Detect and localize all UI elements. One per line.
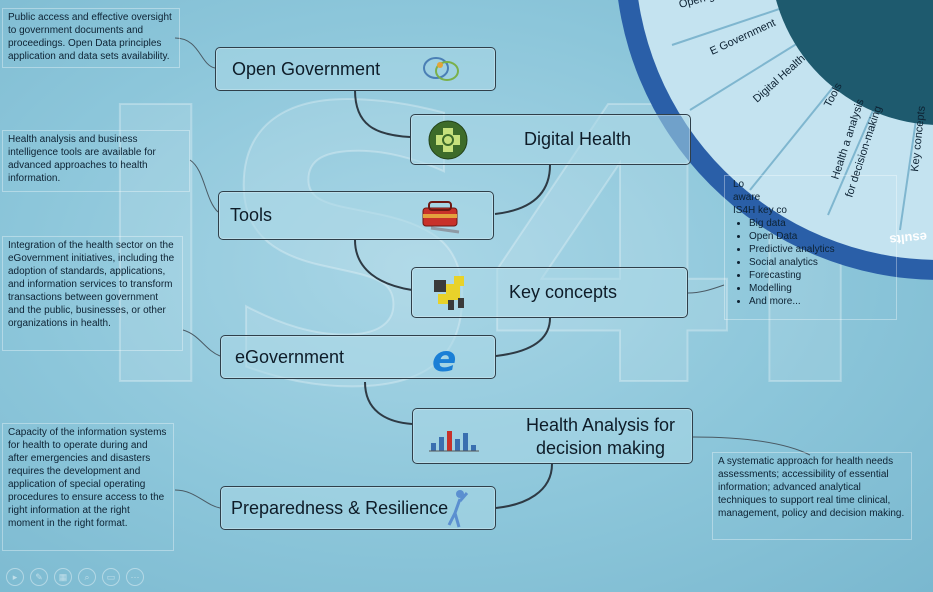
slides-icon[interactable]: ▦: [54, 568, 72, 586]
node-label-line1: Health Analysis for: [525, 415, 676, 435]
node-label: Tools: [230, 205, 273, 225]
node-tools[interactable]: Tools: [218, 191, 494, 240]
note-key-concepts: Lo aware IS4H key co Big data Open Data …: [724, 175, 897, 320]
bar-chart-icon: [429, 431, 479, 452]
list-item: Social analytics: [749, 256, 888, 269]
list-item: Modelling: [749, 282, 888, 295]
list-item: Predictive analytics: [749, 243, 888, 256]
node-preparedness[interactable]: Preparedness & Resilience: [220, 486, 496, 530]
node-health-analysis[interactable]: Health Analysis for decision making: [412, 408, 693, 464]
subtitles-icon[interactable]: ▭: [102, 568, 120, 586]
puzzle-figure-icon: [434, 276, 464, 310]
medical-cross-icon: [428, 120, 468, 160]
speech-bubbles-icon: [423, 57, 459, 81]
wheel-center: [776, 0, 933, 125]
node-key-concepts[interactable]: Key concepts: [411, 267, 688, 318]
note-digital-health: Health analysis and business intelligenc…: [2, 130, 190, 192]
zoom-icon[interactable]: ⌕: [78, 568, 96, 586]
key-concepts-intro-3: IS4H key co: [733, 205, 787, 216]
node-open-government[interactable]: Open Government: [215, 47, 496, 91]
note-egovernment: Integration of the health sector on the …: [2, 236, 183, 351]
node-label: eGovernment: [235, 346, 345, 367]
node-label: Digital Health: [524, 129, 632, 149]
e-logo-icon: e: [432, 339, 456, 377]
wheel-ring-label: esults: [889, 230, 928, 248]
node-digital-health[interactable]: Digital Health: [410, 114, 691, 165]
list-item: Forecasting: [749, 269, 888, 282]
note-open-government: Public access and effective oversight to…: [2, 8, 180, 68]
node-egovernment[interactable]: eGovernment e: [220, 335, 496, 379]
figure-icon: [447, 490, 469, 528]
more-options-icon[interactable]: ⋯: [126, 568, 144, 586]
list-item: And more...: [749, 295, 888, 308]
note-health-analysis: A systematic approach for health needs a…: [712, 452, 912, 540]
node-label-line2: decision making: [535, 438, 666, 458]
node-label: Health Analysis for decision making: [513, 414, 688, 460]
key-concepts-intro-2: aware: [733, 192, 761, 203]
presentation-toolbar: ▸ ✎ ▦ ⌕ ▭ ⋯: [6, 568, 144, 586]
play-icon[interactable]: ▸: [6, 568, 24, 586]
svg-text:e: e: [432, 339, 456, 377]
key-concepts-intro-1: Lo: [733, 179, 745, 190]
toolbox-icon: [422, 201, 460, 234]
key-concepts-list: Big data Open Data Predictive analytics …: [733, 217, 888, 308]
wheel-segment-open-government: Open g: [678, 0, 716, 11]
pen-icon[interactable]: ✎: [30, 568, 48, 586]
node-label: Open Government: [232, 58, 381, 79]
note-preparedness: Capacity of the information systems for …: [2, 423, 174, 551]
list-item: Big data: [749, 217, 888, 230]
list-item: Open Data: [749, 230, 888, 243]
node-label: Preparedness & Resilience: [231, 497, 449, 518]
node-label: Key concepts: [509, 282, 618, 302]
